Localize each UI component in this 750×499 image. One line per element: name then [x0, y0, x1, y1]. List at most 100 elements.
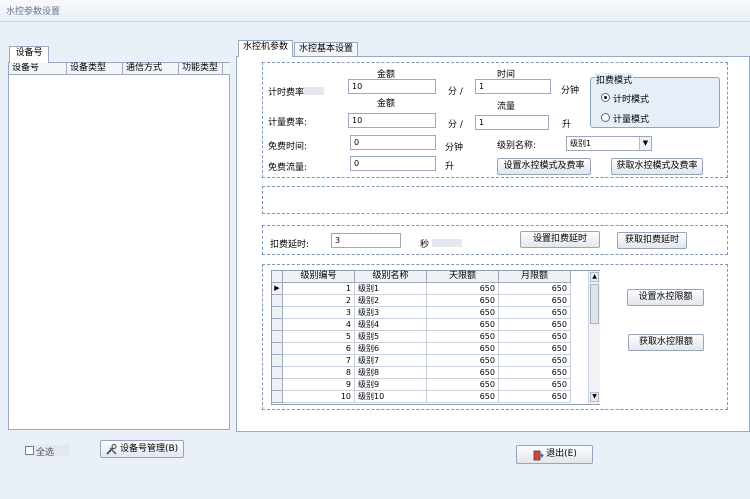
cell-month-limit[interactable]: 650 — [499, 307, 571, 319]
cell-level-id[interactable]: 1 — [283, 283, 355, 295]
cell-day-limit[interactable]: 650 — [427, 379, 499, 391]
timed-amount-input[interactable]: 10 — [348, 79, 436, 94]
cell-month-limit[interactable]: 650 — [499, 283, 571, 295]
cell-month-limit[interactable]: 650 — [499, 343, 571, 355]
mode-flow-radio[interactable]: 计量模式 — [601, 112, 691, 125]
scroll-down-icon[interactable]: ▼ — [590, 392, 599, 402]
get-delay-button[interactable]: 获取扣费延时 — [617, 232, 687, 249]
get-limit-button[interactable]: 获取水控限额 — [628, 334, 704, 351]
free-flow-input[interactable]: 0 — [350, 156, 436, 171]
set-mode-button[interactable]: 设置水控模式及费率 — [497, 158, 591, 175]
cell-month-limit[interactable]: 650 — [499, 331, 571, 343]
cell-day-limit[interactable]: 650 — [427, 367, 499, 379]
cell-month-limit[interactable]: 650 — [499, 319, 571, 331]
column-header-level-id[interactable]: 级别编号 — [283, 271, 355, 283]
cell-level-name[interactable]: 级别6 — [355, 343, 427, 355]
set-delay-button[interactable]: 设置扣费延时 — [520, 231, 600, 248]
cell-day-limit[interactable]: 650 — [427, 283, 499, 295]
column-header-month-limit[interactable]: 月限额 — [499, 271, 571, 283]
tab-device-number[interactable]: 设备号 — [9, 46, 49, 63]
cell-level-name[interactable]: 级别7 — [355, 355, 427, 367]
cell-level-name[interactable]: 级别5 — [355, 331, 427, 343]
timed-minutes-input[interactable]: 1 — [475, 79, 551, 94]
scroll-thumb[interactable] — [590, 284, 599, 324]
set-limit-button[interactable]: 设置水控限额 — [627, 289, 704, 306]
get-mode-button[interactable]: 获取水控模式及费率 — [611, 158, 703, 175]
cell-level-id[interactable]: 6 — [283, 343, 355, 355]
cell-month-limit[interactable]: 650 — [499, 367, 571, 379]
row-header[interactable] — [272, 343, 283, 355]
cell-level-id[interactable]: 7 — [283, 355, 355, 367]
cell-level-name[interactable]: 级别4 — [355, 319, 427, 331]
exit-button[interactable]: 退出(E) — [516, 445, 593, 464]
cell-level-id[interactable]: 2 — [283, 295, 355, 307]
scroll-up-icon[interactable]: ▲ — [590, 272, 599, 282]
delay-input[interactable]: 3 — [331, 233, 401, 248]
cell-level-id[interactable]: 5 — [283, 331, 355, 343]
tab-water-basic-settings[interactable]: 水控基本设置 — [294, 42, 358, 57]
cell-level-name[interactable]: 级别10 — [355, 391, 427, 403]
cell-month-limit[interactable]: 650 — [499, 295, 571, 307]
cell-day-limit[interactable]: 650 — [427, 307, 499, 319]
mode-timed-radio[interactable]: 计时模式 — [601, 92, 691, 105]
row-header[interactable] — [272, 379, 283, 391]
current-row-pointer-icon[interactable]: ▶ — [272, 283, 283, 295]
cell-month-limit[interactable]: 650 — [499, 391, 571, 403]
cell-level-name[interactable]: 级别8 — [355, 367, 427, 379]
free-time-input[interactable]: 0 — [350, 135, 436, 150]
cell-month-limit[interactable]: 650 — [499, 379, 571, 391]
cell-level-id[interactable]: 3 — [283, 307, 355, 319]
flow-liters-input[interactable]: 1 — [475, 115, 549, 130]
column-header-function-type[interactable]: 功能类型 — [179, 63, 223, 75]
level-name-select[interactable]: 级别1 ▼ — [566, 136, 652, 151]
empty-group — [262, 186, 728, 214]
device-manage-button[interactable]: 设备号管理(B) — [100, 440, 184, 458]
device-list[interactable]: 设备号 设备类型 通信方式 功能类型 — [8, 62, 230, 430]
cell-level-id[interactable]: 10 — [283, 391, 355, 403]
cell-level-name[interactable]: 级别2 — [355, 295, 427, 307]
column-header-comm-mode[interactable]: 通信方式 — [123, 63, 179, 75]
cell-day-limit[interactable]: 650 — [427, 355, 499, 367]
timed-rate-label: 计时费率: — [268, 88, 308, 98]
row-header[interactable] — [272, 355, 283, 367]
cell-day-limit[interactable]: 650 — [427, 331, 499, 343]
cell-level-id[interactable]: 4 — [283, 319, 355, 331]
row-header[interactable] — [272, 307, 283, 319]
cell-level-name[interactable]: 级别1 — [355, 283, 427, 295]
row-header[interactable] — [272, 295, 283, 307]
row-header[interactable] — [272, 367, 283, 379]
column-header-day-limit[interactable]: 天限额 — [427, 271, 499, 283]
row-header[interactable] — [272, 391, 283, 403]
cell-level-id[interactable]: 9 — [283, 379, 355, 391]
header-filler — [223, 63, 230, 75]
select-all-checkbox[interactable]: 全选 — [25, 445, 70, 458]
cell-month-limit[interactable]: 650 — [499, 355, 571, 367]
cell-day-limit[interactable]: 650 — [427, 343, 499, 355]
column-header-level-name[interactable]: 级别名称 — [355, 271, 427, 283]
row-header[interactable] — [272, 331, 283, 343]
cell-level-name[interactable]: 级别9 — [355, 379, 427, 391]
cell-day-limit[interactable]: 650 — [427, 295, 499, 307]
row-header[interactable] — [272, 319, 283, 331]
vertical-scrollbar[interactable]: ▲ ▼ — [588, 271, 600, 404]
chevron-down-icon[interactable]: ▼ — [639, 137, 651, 150]
cell-day-limit[interactable]: 650 — [427, 391, 499, 403]
column-header-device-type[interactable]: 设备类型 — [67, 63, 123, 75]
cell-day-limit[interactable]: 650 — [427, 319, 499, 331]
cell-level-name[interactable]: 级别3 — [355, 307, 427, 319]
cell-level-id[interactable]: 8 — [283, 367, 355, 379]
column-header-device-number[interactable]: 设备号 — [9, 63, 67, 75]
tab-water-params[interactable]: 水控机参数 — [238, 40, 293, 57]
flow-amount-input[interactable]: 10 — [348, 113, 436, 128]
